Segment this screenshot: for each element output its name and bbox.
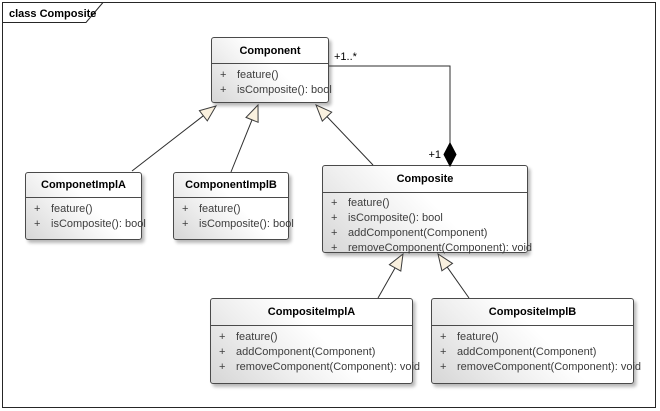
method-signature: feature() [199,203,241,215]
method-compartment: + feature() + isComposite(): bool + addComp… [323,193,532,256]
method-row: + addComponent(Component) [219,345,410,360]
method-row: + isComposite(): bool [182,217,294,232]
class-title: Component [212,38,328,64]
generalization-line[interactable] [377,267,396,299]
method-compartment: + feature() + addComponent(Component) + rem… [211,326,420,375]
generalization-arrowhead-icon [245,103,259,124]
method-row: + isComposite(): bool [220,83,332,98]
class-title: Composite [323,166,527,193]
generalization-line[interactable] [131,115,204,172]
visibility-symbol: + [182,218,189,230]
frame-tab-group: class Composite [2,2,105,23]
method-row: + feature() [34,202,139,217]
class-box-compositeimplb[interactable]: CompositeImplB + feature() + addComponent(… [431,298,641,384]
generalization-compositeimpla-composite[interactable] [377,252,404,299]
generalization-arrowhead-icon [437,252,454,272]
method-compartment: + feature() + isComposite(): bool [26,198,146,232]
method-signature: removeComponent(Component): void [348,242,533,254]
method-row: + feature() [182,202,286,217]
method-row: + feature() [220,68,326,83]
method-signature: feature() [237,69,279,81]
visibility-symbol: + [219,331,226,343]
method-row: + feature() [219,330,410,345]
method-signature: isComposite(): bool [199,218,294,230]
multiplicity-composite-end: +1 [428,149,441,161]
visibility-symbol: + [331,197,338,209]
class-box-composite[interactable]: Composite + feature() + isComposite(): boo… [322,165,532,256]
method-row: + feature() [331,196,525,211]
class-box-componentimplb[interactable]: ComponentImplB + feature() + isComposite()… [173,172,294,240]
class-title: CompositeImplB [432,299,633,326]
visibility-symbol: + [331,227,338,239]
class-box-componetimpla[interactable]: ComponetImplA + feature() + isComposite():… [25,172,146,240]
visibility-symbol: + [34,218,41,230]
composition-line[interactable] [329,65,451,144]
method-row: + isComposite(): bool [331,211,525,226]
visibility-symbol: + [331,242,338,254]
class-title: ComponetImplA [26,173,141,198]
method-row: + removeComponent(Component): void [440,360,641,375]
visibility-symbol: + [440,361,447,373]
multiplicity-component-end: +1..* [334,51,358,63]
method-signature: feature() [236,331,278,343]
method-compartment: + feature() + isComposite(): bool [174,198,294,232]
method-compartment: + feature() + isComposite(): bool [212,64,332,98]
frame-label: class Composite [9,8,96,20]
method-signature: removeComponent(Component): void [236,361,421,373]
method-signature: removeComponent(Component): void [457,361,642,373]
visibility-symbol: + [34,203,41,215]
method-row: + feature() [440,330,631,345]
visibility-symbol: + [220,84,227,96]
method-row: + removeComponent(Component): void [331,241,532,256]
generalization-composite-component[interactable] [315,104,374,166]
visibility-symbol: + [331,212,338,224]
frame-tab [2,2,105,23]
method-row: + addComponent(Component) [331,226,525,241]
composition-diamond-icon [443,141,457,168]
diagram-frame [2,2,656,408]
generalization-line[interactable] [230,119,253,173]
visibility-symbol: + [219,346,226,358]
generalization-arrowhead-icon [315,104,333,122]
visibility-symbol: + [440,331,447,343]
visibility-symbol: + [182,203,189,215]
method-row: + addComponent(Component) [440,345,631,360]
generalization-compositeimplb-composite[interactable] [437,252,470,299]
method-signature: addComponent(Component) [348,227,488,239]
generalization-componentimplb-component[interactable] [230,103,259,173]
method-row: + isComposite(): bool [34,217,146,232]
method-row: + removeComponent(Component): void [219,360,420,375]
generalization-componetimpla-component[interactable] [131,105,218,172]
visibility-symbol: + [440,346,447,358]
class-box-component[interactable]: Component + feature() + isComposite(): boo… [211,37,332,103]
method-signature: isComposite(): bool [51,218,146,230]
composition-composite-component[interactable]: +1..* +1 [329,51,457,168]
method-signature: isComposite(): bool [237,84,332,96]
generalization-arrowhead-icon [198,105,218,122]
method-compartment: + feature() + addComponent(Component) + rem… [432,326,641,375]
visibility-symbol: + [219,361,226,373]
method-signature: feature() [348,197,390,209]
method-signature: feature() [51,203,93,215]
method-signature: isComposite(): bool [348,212,443,224]
class-title: CompositeImplA [211,299,412,326]
generalization-line[interactable] [326,116,374,166]
class-box-compositeimpla[interactable]: CompositeImplA + feature() + addComponent(… [210,298,420,384]
method-signature: addComponent(Component) [236,346,376,358]
generalization-line[interactable] [446,266,470,299]
visibility-symbol: + [220,69,227,81]
method-signature: addComponent(Component) [457,346,597,358]
generalization-arrowhead-icon [388,252,404,272]
method-signature: feature() [457,331,499,343]
class-title: ComponentImplB [174,173,288,198]
